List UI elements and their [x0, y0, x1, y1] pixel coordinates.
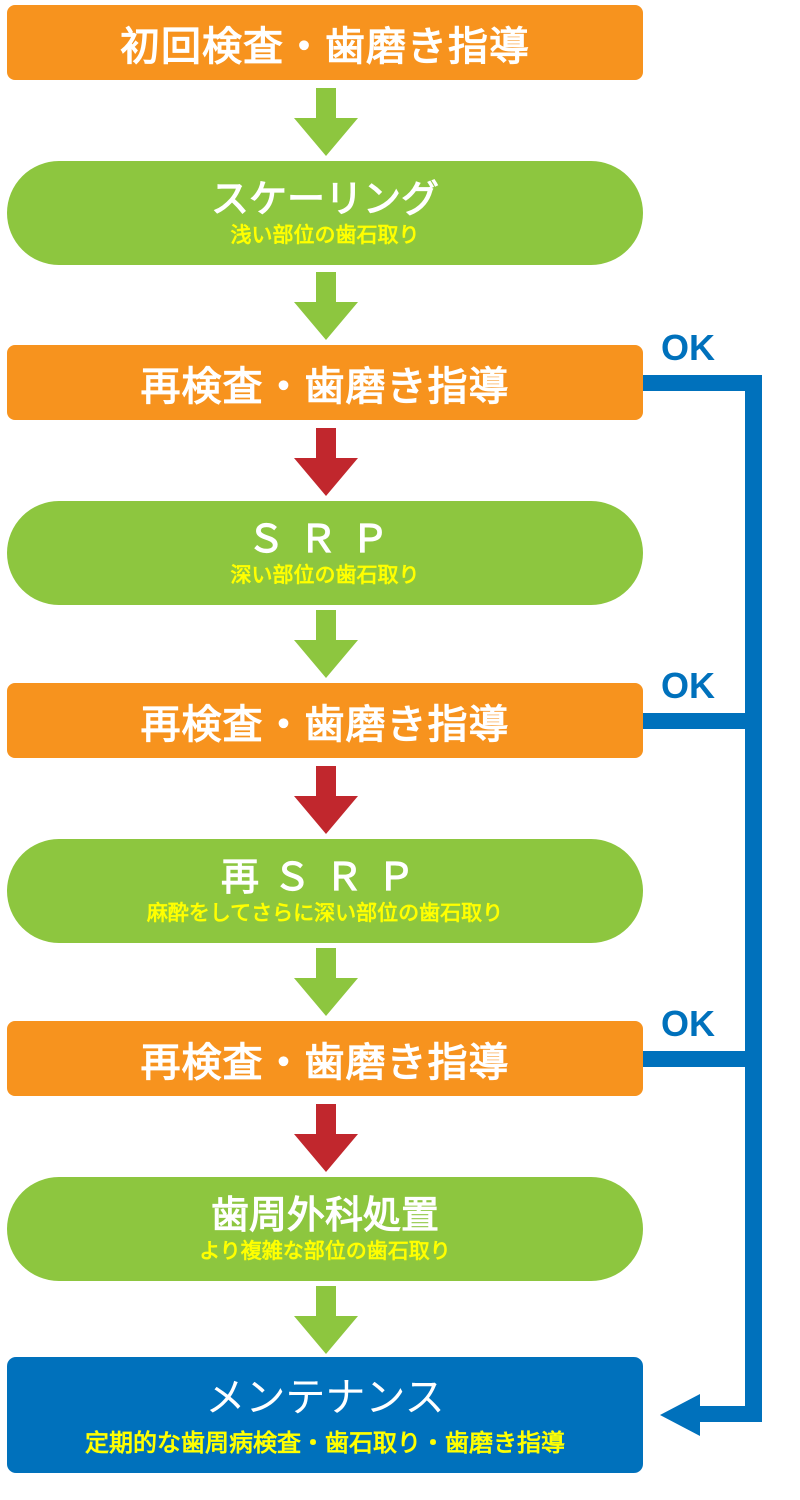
- step-title: 歯周外科処置: [210, 1193, 439, 1237]
- step-reexam-3: 再検査・歯磨き指導: [7, 1021, 643, 1096]
- arrow-left-icon: [660, 1394, 700, 1436]
- step-initial-exam: 初回検査・歯磨き指導: [7, 5, 643, 80]
- step-scaling: スケーリング 浅い部位の歯石取り: [7, 161, 643, 265]
- step-title: 再検査・歯磨き指導: [140, 1038, 510, 1086]
- ok-label: OK: [661, 327, 715, 368]
- step-subtitle: 深い部位の歯石取り: [230, 562, 420, 587]
- ok-connector: [643, 713, 762, 729]
- green-arrow-down-icon: [294, 272, 358, 340]
- red-arrow-down-icon: [294, 766, 358, 834]
- step-periodontal-surgery: 歯周外科処置 より複雑な部位の歯石取り: [7, 1177, 643, 1281]
- step-srp: ＳＲＰ 深い部位の歯石取り: [7, 501, 643, 605]
- green-arrow-down-icon: [294, 1286, 358, 1354]
- ok-bypass-line: [745, 375, 762, 1422]
- green-arrow-down-icon: [294, 88, 358, 156]
- step-title: メンテナンス: [205, 1374, 445, 1421]
- green-arrow-down-icon: [294, 610, 358, 678]
- ok-bypass-line: [695, 1406, 762, 1422]
- step-title: 再検査・歯磨き指導: [140, 362, 510, 410]
- step-subtitle: 浅い部位の歯石取り: [230, 222, 420, 247]
- red-arrow-down-icon: [294, 428, 358, 496]
- step-subtitle: より複雑な部位の歯石取り: [199, 1238, 451, 1263]
- step-subtitle: 定期的な歯周病検査・歯石取り・歯磨き指導: [85, 1427, 565, 1457]
- green-arrow-down-icon: [294, 948, 358, 1016]
- step-title: 再ＳＲＰ: [220, 855, 429, 899]
- step-reexam-1: 再検査・歯磨き指導: [7, 345, 643, 420]
- ok-label: OK: [661, 665, 715, 706]
- red-arrow-down-icon: [294, 1104, 358, 1172]
- ok-connector: [643, 375, 762, 391]
- step-title: 初回検査・歯磨き指導: [120, 22, 530, 70]
- step-reexam-2: 再検査・歯磨き指導: [7, 683, 643, 758]
- step-title: ＳＲＰ: [246, 517, 403, 561]
- ok-connector: [643, 1051, 762, 1067]
- ok-label: OK: [661, 1003, 715, 1044]
- step-subtitle: 麻酔をしてさらに深い部位の歯石取り: [146, 900, 504, 925]
- step-title: 再検査・歯磨き指導: [140, 700, 510, 748]
- step-title: スケーリング: [210, 177, 439, 221]
- step-maintenance: メンテナンス 定期的な歯周病検査・歯石取り・歯磨き指導: [7, 1357, 643, 1473]
- step-re-srp: 再ＳＲＰ 麻酔をしてさらに深い部位の歯石取り: [7, 839, 643, 943]
